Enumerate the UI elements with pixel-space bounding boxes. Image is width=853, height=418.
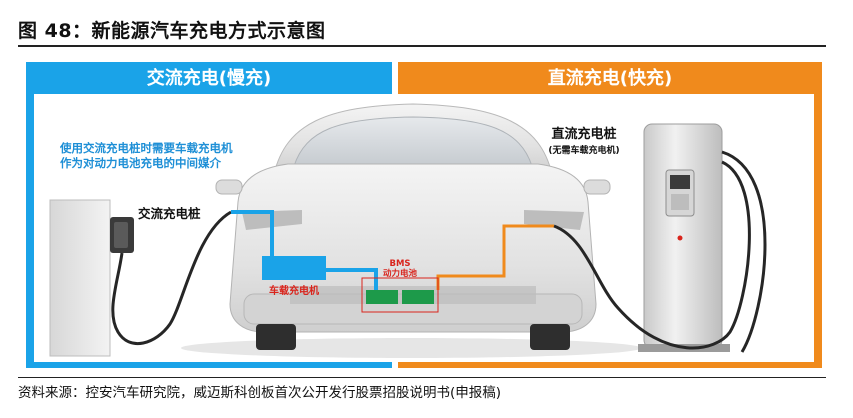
battery-pack-right	[402, 290, 434, 304]
battery-label: 动力电池	[383, 268, 418, 279]
right-wheel	[530, 324, 570, 350]
ground-shadow	[181, 338, 641, 358]
dc-pile-holster-cable	[721, 150, 767, 353]
dc-pile-cable	[553, 160, 751, 350]
rear-window	[293, 116, 533, 167]
dc-pile-keypad	[671, 194, 689, 210]
dc-pile-indicator	[677, 235, 683, 241]
dc-panel-header: 直流充电(快充)	[548, 67, 672, 89]
source-note: 资料来源：控安汽车研究院，威迈斯科创板首次公开发行股票招股说明书(申报稿)	[18, 385, 502, 401]
ac-note-line-1: 使用交流充电桩时需要车载充电机	[59, 141, 233, 155]
ac-panel-header: 交流充电(慢充)	[147, 67, 271, 89]
dc-pile-sublabel: (无需车载充电机)	[548, 144, 619, 156]
battery-module-frame	[361, 277, 439, 313]
ac-wall-post	[49, 199, 111, 357]
right-mirror	[583, 179, 611, 195]
ac-pile-cable	[111, 210, 232, 345]
figure-title: 图 48：新能源汽车充电方式示意图	[18, 20, 326, 42]
dc-pile-label: 直流充电桩	[551, 126, 616, 142]
battery-pack-left	[366, 290, 398, 304]
dc-pile-body	[643, 123, 723, 349]
dc-charging-pile	[553, 123, 767, 353]
dc-pile-screen	[670, 175, 690, 189]
ac-pile-label: 交流充电桩	[138, 206, 201, 221]
onboard-charger-label: 车载充电机	[269, 284, 319, 297]
onboard-charger	[262, 256, 326, 280]
left-wheel	[256, 324, 296, 350]
bms-label: BMS	[389, 259, 410, 269]
obc-to-battery-link	[326, 268, 378, 290]
left-mirror	[215, 179, 243, 195]
top-rule	[18, 45, 826, 47]
bottom-rule	[18, 377, 826, 378]
ac-note-line-2: 作为对动力电池充电的中间媒介	[60, 156, 221, 170]
ac-charger-face	[114, 222, 128, 248]
car-rear-view	[215, 103, 611, 350]
charging-diagram: 交流充电(慢充) 直流充电(快充) 车载充电机 BMS 动力电池	[26, 62, 822, 368]
